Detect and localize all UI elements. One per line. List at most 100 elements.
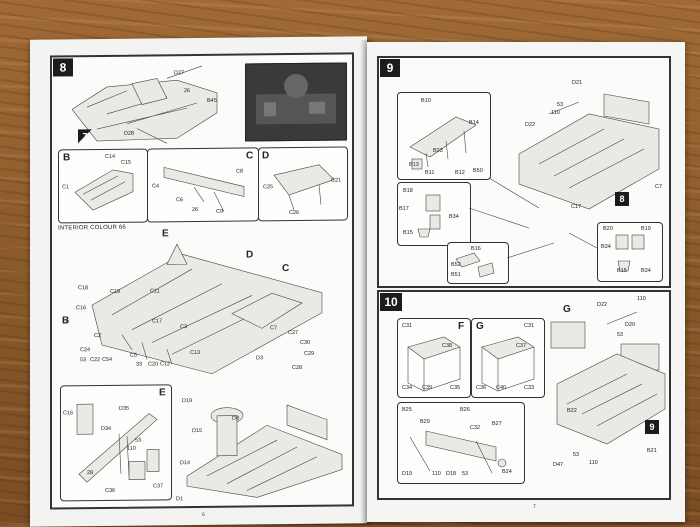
sub-panel-wheel-parts: B25 B26 C32 B27 B29 D19 110 D18 53 B24	[397, 402, 525, 484]
part-label: 110	[637, 296, 646, 302]
sub-panel-group-left	[397, 182, 471, 246]
panel-letter: F	[458, 321, 465, 332]
part-label: 53	[573, 452, 580, 458]
part-label: D20	[625, 322, 636, 328]
part-label: D3	[256, 355, 264, 362]
part-label: D34	[101, 425, 112, 433]
part-label: B34	[449, 214, 459, 220]
part-label: C11	[150, 288, 160, 295]
part-label: B25	[402, 407, 412, 413]
reference-photo	[245, 62, 347, 142]
part-drawing-wheel	[409, 430, 507, 474]
hull-drawing-step9	[518, 93, 660, 210]
part-label: B50	[473, 168, 483, 174]
part-label: B27	[492, 421, 502, 427]
part-label: D27	[174, 70, 185, 77]
main-assembly-drawing	[91, 243, 323, 375]
part-label: C7	[270, 325, 278, 332]
part-label: C14	[105, 153, 116, 160]
part-label: D21	[572, 80, 583, 86]
part-label: C21	[331, 177, 342, 184]
part-label: 110	[551, 110, 560, 116]
part-drawing-group-mid	[455, 252, 495, 278]
part-label: C35	[450, 385, 461, 391]
part-label: B19	[641, 226, 651, 232]
part-label: C6	[176, 197, 184, 204]
part-label: B26	[460, 407, 470, 413]
part-label: B17	[399, 206, 409, 212]
part-label: B18	[403, 188, 413, 194]
sub-panel-c: C C4 C8 C6 26 C9	[147, 147, 259, 223]
part-drawing-b	[74, 169, 134, 211]
part-label: D15	[192, 427, 203, 435]
page-number: 6	[202, 511, 205, 518]
part-label: B52	[451, 262, 461, 268]
step-10-frame: 10 F C31 C38 C34 C39 C35 G C31 C37 C36 C…	[377, 290, 671, 500]
part-label: 26	[192, 207, 199, 214]
part-label: C39	[422, 385, 433, 391]
part-label: C12	[160, 361, 171, 368]
part-label: C40	[496, 385, 507, 391]
part-label: B24	[502, 469, 512, 475]
lower-interior-drawing	[186, 404, 343, 498]
part-drawing-b-panel	[409, 116, 477, 170]
part-label: C26	[289, 209, 300, 217]
part-label: B34	[641, 268, 651, 274]
sub-panel-g: G C31 C37 C36 C40 C33	[471, 318, 545, 398]
sub-panel-b: B C14 C15 C1	[58, 148, 148, 224]
part-label: C29	[304, 350, 315, 357]
callout-lines-step9	[468, 177, 598, 259]
part-label: B29	[420, 419, 430, 425]
part-label: C36	[105, 487, 116, 494]
instruction-page-right: 9 B10 B14 B23 B13 B11 B12 B50 D21 D22 53…	[367, 42, 685, 522]
part-label: 110	[432, 471, 441, 477]
prior-step-arrow-8: 8	[615, 192, 629, 206]
part-label: C31	[402, 323, 413, 329]
part-label: B16	[471, 246, 481, 252]
part-label: C20	[148, 361, 159, 368]
step-9-frame: 9 B10 B14 B23 B13 B11 B12 B50 D21 D22 53…	[377, 56, 671, 288]
sub-panel-d: D C25 C21 C26	[258, 146, 348, 222]
sub-panel-e: E C16 D35 D34 28 53 110 C36 C37	[60, 384, 172, 502]
part-label: 53	[557, 102, 564, 108]
part-label: C22	[90, 357, 101, 364]
assembly-letter-g: G	[563, 304, 571, 315]
part-label: 53	[80, 357, 87, 364]
part-label: D28	[124, 130, 135, 137]
sub-panel-b-parts	[397, 92, 491, 180]
sub-panel-f: F C31 C38 C34 C39 C35	[397, 318, 471, 398]
part-drawing-f	[407, 336, 461, 392]
part-label: 53	[135, 437, 142, 444]
prior-step-arrow-9: 9	[645, 420, 659, 434]
part-drawing-c	[163, 166, 245, 212]
interior-colour-note: INTERIOR COLOUR 66	[58, 224, 126, 232]
instruction-page-left: 8 D27 26 B45 D28 7 B	[30, 36, 367, 527]
panel-letter: B	[63, 152, 71, 164]
part-label: C36	[476, 385, 487, 391]
step-9-number: 9	[380, 59, 400, 77]
part-label: C3	[180, 324, 188, 331]
part-label: B15	[403, 230, 413, 236]
part-label: C18	[78, 285, 89, 292]
part-label: D35	[119, 405, 130, 412]
part-label: D22	[597, 302, 608, 308]
part-label: C16	[76, 305, 87, 312]
part-label: C8	[236, 168, 244, 175]
part-label: C15	[121, 159, 132, 166]
part-drawing-e	[76, 403, 160, 483]
part-label: C54	[102, 356, 113, 364]
part-label: C1	[62, 184, 70, 191]
sub-panel-group-mid	[447, 242, 509, 284]
part-label: 110	[127, 445, 136, 452]
part-label: B12	[455, 170, 465, 176]
part-label: C17	[152, 318, 163, 325]
part-label: C16	[63, 410, 74, 417]
part-label: D19	[402, 471, 413, 477]
part-label: C7	[655, 184, 663, 190]
step-8-frame: 8 D27 26 B45 D28 7 B	[50, 52, 354, 510]
part-label: B22	[567, 408, 577, 414]
hull-drawing-top	[71, 65, 218, 144]
part-label: D1	[176, 496, 184, 503]
page-number: 7	[533, 504, 536, 510]
part-label: B34	[601, 244, 611, 250]
